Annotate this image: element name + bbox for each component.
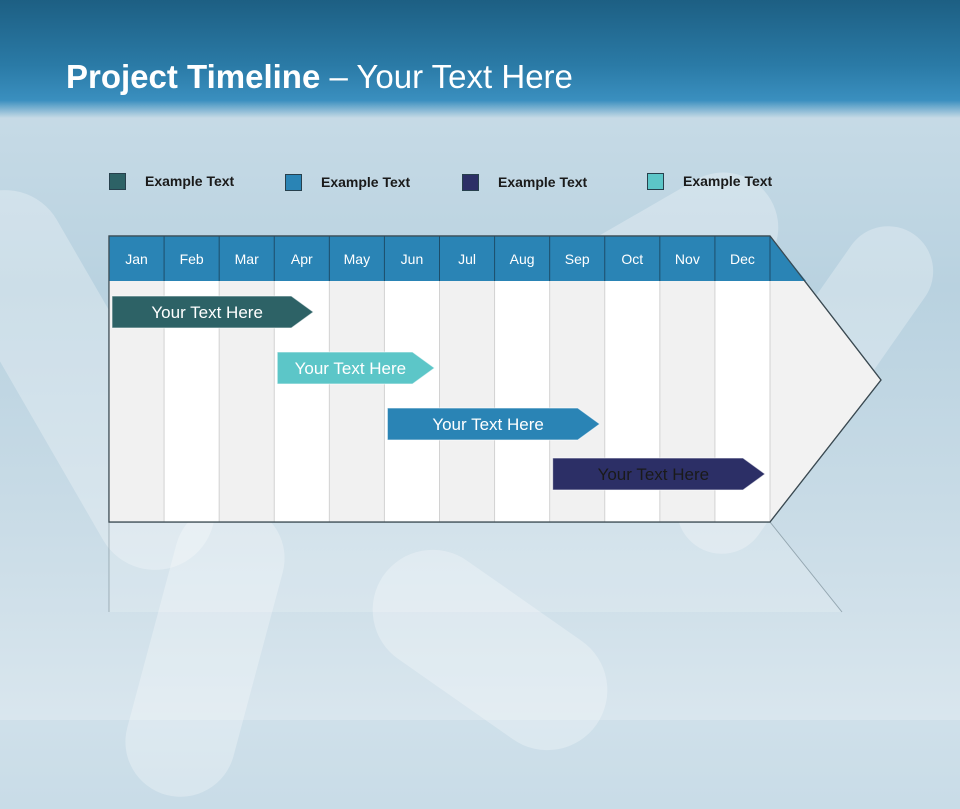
month-column — [494, 281, 550, 522]
slide-title-bold: Project Timeline — [66, 58, 321, 95]
month-label: Aug — [510, 251, 535, 267]
legend-item: Example Text — [285, 172, 410, 192]
legend-swatch — [462, 173, 479, 191]
month-column — [329, 281, 385, 522]
month-label: Oct — [621, 251, 643, 267]
legend-label: Example Text — [683, 173, 773, 189]
timeline-reflection — [109, 522, 841, 612]
month-label: Sep — [565, 251, 590, 267]
title-banner — [0, 0, 960, 118]
legend-swatch — [285, 173, 302, 191]
slide-title: Project Timeline – Your Text Here — [66, 58, 573, 96]
task-bar — [111, 295, 315, 329]
task-bar — [276, 351, 436, 385]
timeline-arrow-outline — [108, 235, 882, 523]
slide-title-rest: – Your Text Here — [320, 58, 573, 95]
month-label: Mar — [235, 251, 259, 267]
month-label: Dec — [730, 251, 755, 267]
month-label: Nov — [675, 251, 700, 267]
month-column — [384, 281, 440, 522]
legend-item: Example Text — [462, 172, 587, 192]
legend-item: Example Text — [109, 171, 234, 191]
month-column — [439, 281, 495, 522]
task-label: Your Text Here — [295, 359, 407, 378]
month-label: May — [344, 251, 370, 267]
month-label: Jun — [401, 251, 424, 267]
legend-swatch — [109, 172, 126, 190]
legend-label: Example Text — [498, 174, 588, 190]
task-bar — [386, 407, 601, 441]
timeline-diagram: Jan Feb Mar Apr May Jun Jul Aug Sep Oct Nov DecYour… — [108, 235, 882, 613]
legend-item: Example Text — [647, 171, 772, 191]
month-label: Jul — [458, 251, 476, 267]
task-label: Your Text Here — [598, 465, 710, 484]
task-label: Your Text Here — [432, 415, 544, 434]
legend-label: Example Text — [145, 173, 235, 189]
month-label: Feb — [180, 251, 204, 267]
legend-label: Example Text — [321, 174, 411, 190]
month-header-band — [109, 236, 806, 281]
task-bar — [552, 457, 766, 491]
legend-swatch — [647, 172, 664, 190]
reflection-edge — [769, 521, 843, 613]
month-label: Jan — [125, 251, 148, 267]
task-label: Your Text Here — [151, 303, 263, 322]
month-label: Apr — [291, 251, 313, 267]
